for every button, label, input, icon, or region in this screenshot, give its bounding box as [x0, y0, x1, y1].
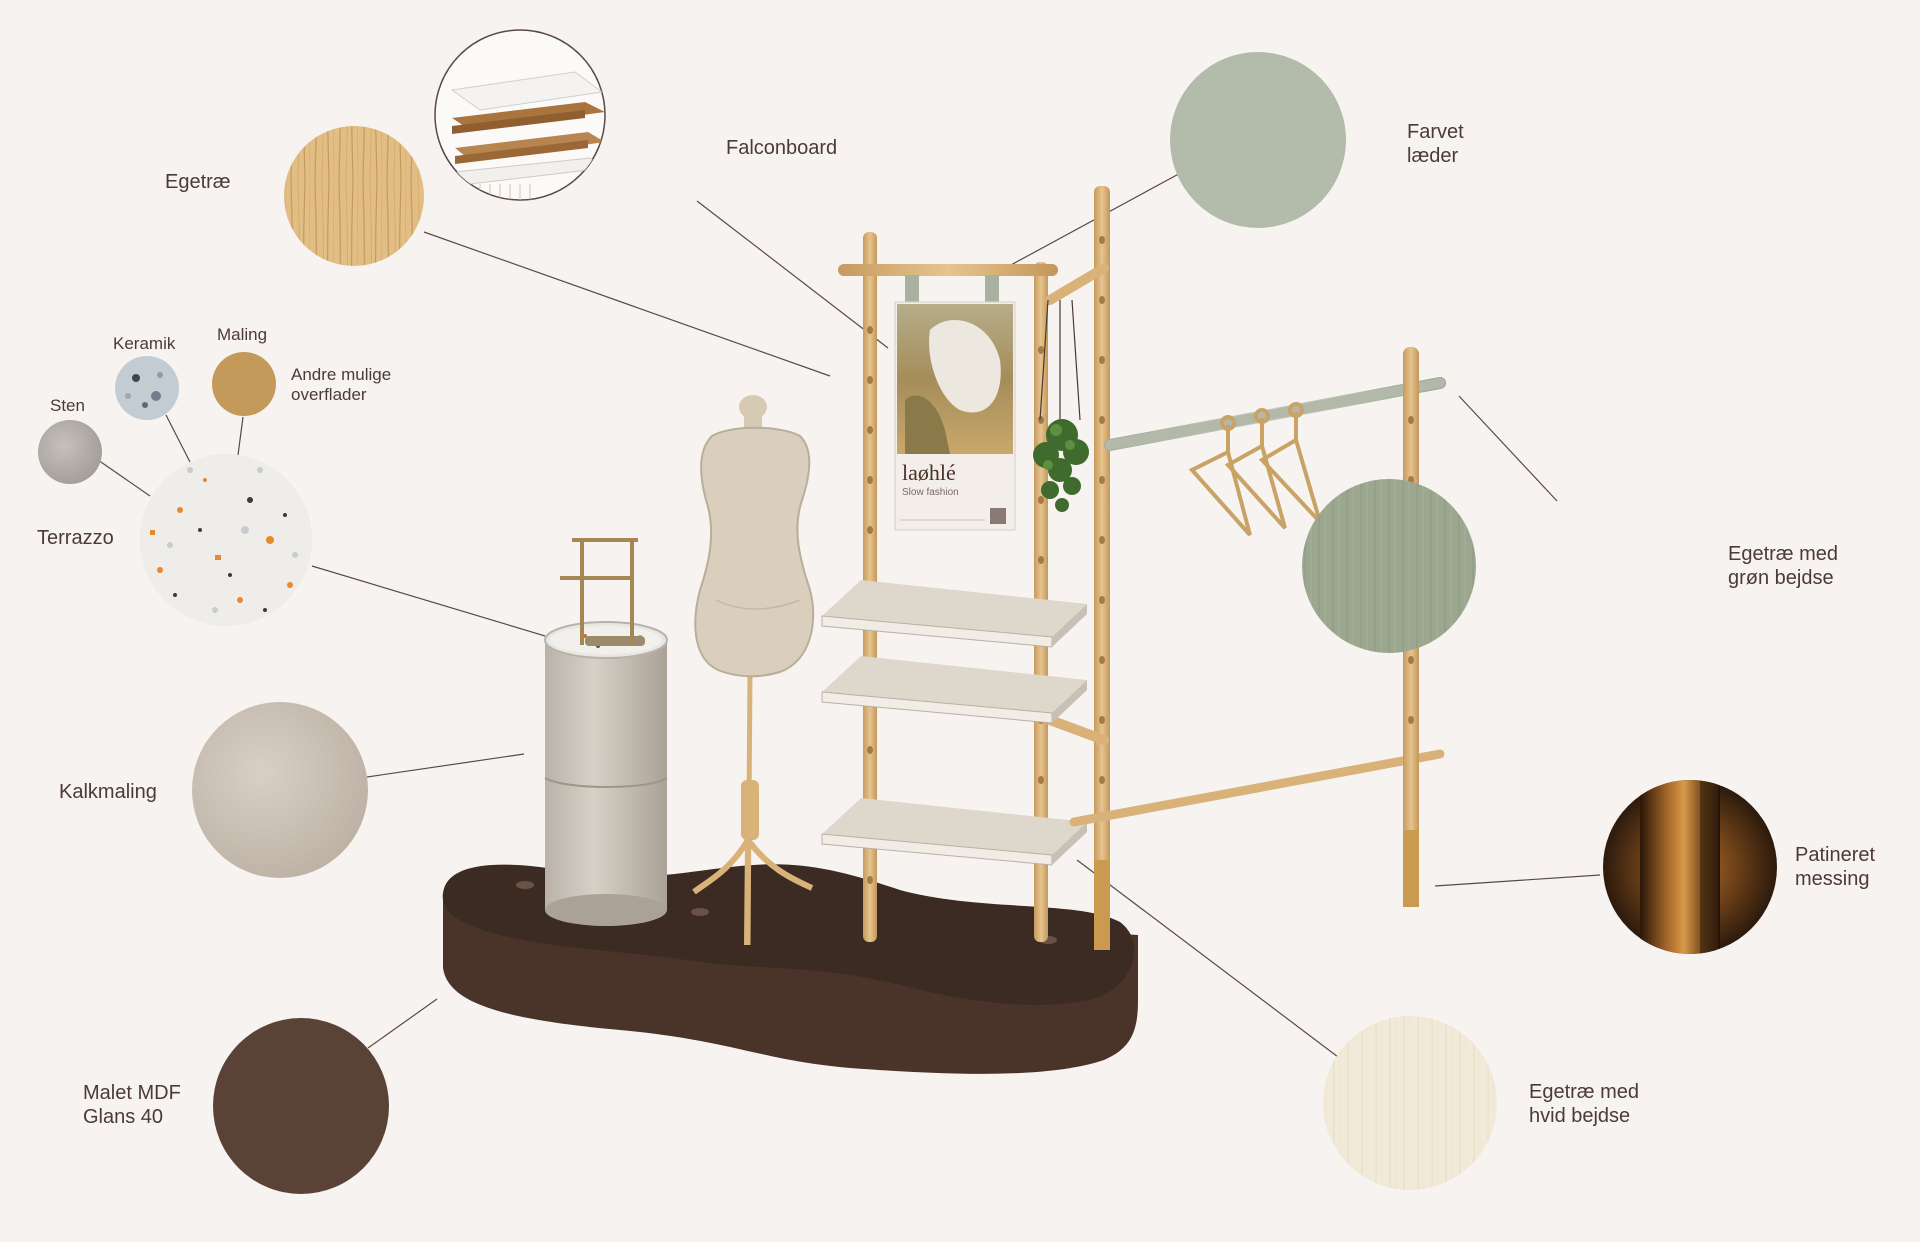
swatch-egetrae: [284, 126, 424, 266]
label-falconboard: Falconboard: [726, 137, 838, 159]
chalk-pillar: [544, 538, 668, 926]
swatch-kalkmaling: [192, 702, 368, 878]
poster-brand: laøhlé: [902, 460, 956, 485]
swatch-patineret-messing: [1603, 780, 1777, 954]
swatches: [38, 29, 1777, 1194]
label-sten: Sten: [50, 396, 85, 415]
label-keramik: Keramik: [113, 334, 176, 353]
label-kalkmaling: Kalkmaling: [59, 781, 157, 803]
leader-line-hvid: [1076, 859, 1347, 1064]
swatch-sten: [38, 420, 102, 484]
leader-line-groen: [1458, 395, 1558, 502]
label-terrazzo: Terrazzo: [37, 527, 114, 549]
leader-line-kalkmaling: [366, 753, 525, 778]
leader-line-terrazzo: [311, 565, 546, 637]
leader-line-egetrae: [423, 231, 831, 377]
shelves: [821, 580, 1087, 866]
leader-line-mdf: [367, 998, 438, 1049]
swatch-keramik: [115, 356, 179, 420]
hangers: [1188, 402, 1322, 537]
shelf-bottom: [821, 798, 1087, 866]
swatch-egetrae-groen: [1302, 479, 1476, 653]
swatch-farvet-laeder: [1170, 52, 1346, 228]
swatch-maling: [212, 352, 276, 416]
leader-line-sten: [97, 459, 151, 497]
leader-line-maling: [237, 416, 244, 456]
swatch-egetrae-hvid: [1323, 1016, 1497, 1190]
leader-lines: [97, 156, 1601, 1064]
leader-line-falconboard: [696, 200, 889, 349]
mannequin: [692, 395, 815, 946]
swatch-falconboard: [434, 29, 606, 201]
label-egetrae: Egetræ: [165, 171, 231, 193]
display-illustration: laøhlé Slow fashion: [442, 186, 1446, 1074]
shelf-middle: [821, 656, 1087, 724]
swatch-malet-mdf: [213, 1018, 389, 1194]
label-maling: Maling: [217, 325, 268, 344]
poster-tagline: Slow fashion: [902, 487, 959, 498]
leader-line-messing: [1434, 874, 1601, 887]
clothes-rack: [1069, 347, 1446, 907]
poster: laøhlé Slow fashion: [894, 301, 1016, 531]
shelf-top: [821, 580, 1087, 648]
swatch-terrazzo: [140, 454, 312, 626]
leader-line-keramik: [165, 414, 191, 463]
hanging-plant: [1033, 299, 1089, 512]
